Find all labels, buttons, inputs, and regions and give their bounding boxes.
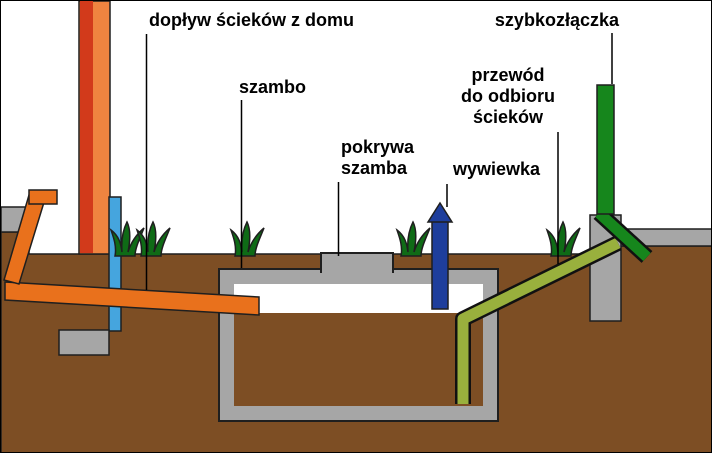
outflow-hose (457, 238, 621, 404)
coupler-connector (595, 208, 651, 262)
label-vent: wywiewka (453, 159, 541, 179)
label-septic-tank: szambo (239, 77, 307, 97)
label-tank-cover: pokrywa szamba (341, 137, 415, 178)
wall-red-layer (80, 1, 93, 253)
quick-coupler-pipe (596, 84, 615, 215)
label-quick-coupler: szybkozłączka (494, 10, 619, 30)
vent-cap (426, 201, 454, 223)
inflow-pipe-stub (28, 189, 58, 205)
foundation-footing (58, 329, 110, 356)
sewage-level (234, 313, 483, 406)
plant-2 (136, 221, 171, 257)
label-inflow-pipe: dopływ ścieków z domu (149, 10, 355, 30)
plant-3 (230, 221, 265, 257)
label-outflow-pipe: przewód do odbioru ścieków (461, 65, 555, 127)
plant-4 (396, 221, 431, 257)
vent-pipe (431, 219, 449, 310)
tank-cover (320, 252, 394, 273)
insulation-strip (108, 196, 122, 332)
inflow-pipe (4, 281, 260, 316)
plant-5 (546, 221, 581, 257)
